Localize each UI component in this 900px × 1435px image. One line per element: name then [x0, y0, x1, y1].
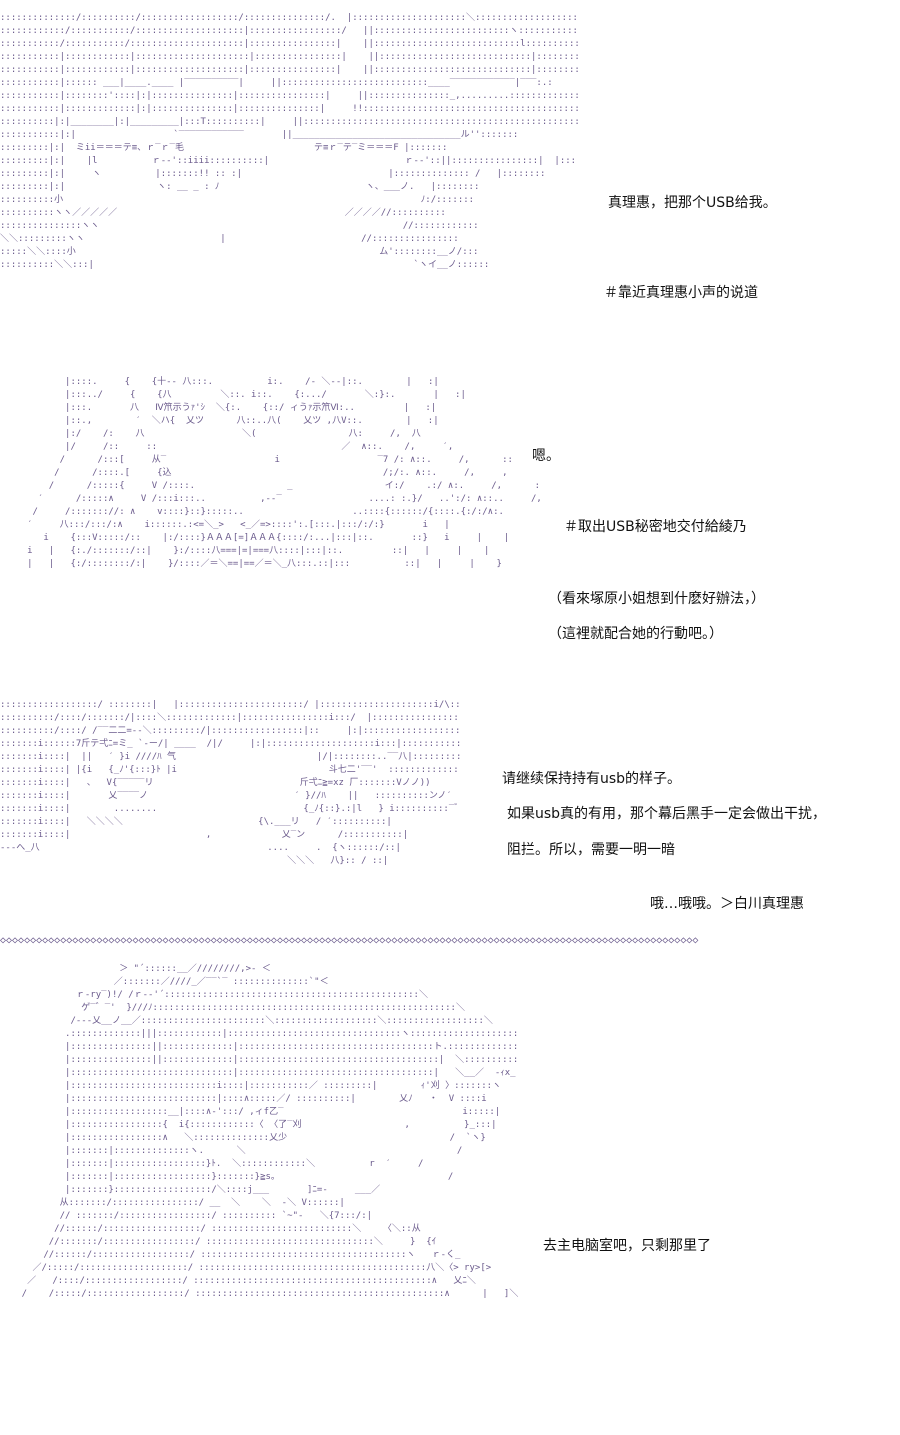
ascii-art-panel-2: |::::. { {十‐‐ 八:::. i:. /‐ ＼‐‐|::. | :| …	[27, 377, 540, 569]
caption-line: （看來塚原小姐想到什麽好辦法，）	[548, 591, 765, 607]
caption-line: ＃靠近真理惠小声的说道	[604, 285, 758, 301]
ascii-art-panel-4: ＞ "´::::::__／////////,>‐ ＜ ／:::::::／////…	[21, 964, 520, 1299]
section-divider: ◇◇◇◇◇◇◇◇◇◇◇◇◇◇◇◇◇◇◇◇◇◇◇◇◇◇◇◇◇◇◇◇◇◇◇◇◇◇◇◇…	[0, 936, 699, 946]
ascii-art-panel-1: ::::::::::::::/::::::::::/::::::::::::::…	[0, 13, 578, 270]
caption-line: 哦…哦哦。＞白川真理惠	[650, 896, 804, 912]
caption-line: （這裡就配合她的行動吧。）	[548, 626, 723, 642]
ascii-art-panel-3: ::::::::::::::::::/ ::::::::| |:::::::::…	[0, 700, 460, 866]
caption-line: 请继续保持持有usb的样子。	[502, 771, 682, 787]
panel-1: ::::::::::::::/::::::::::/::::::::::::::…	[0, 0, 900, 340]
panel-2: |::::. { {十‐‐ 八:::. i:. /‐ ＼‐‐|::. | :| …	[0, 370, 900, 660]
panel-4: ＞ "´::::::__／////////,>‐ ＜ ／:::::::／////…	[0, 955, 900, 1435]
caption-line: ＃取出USB秘密地交付給綾乃	[564, 519, 747, 535]
caption-line: 去主电脑室吧，只剩那里了	[543, 1238, 711, 1254]
panel-3: ::::::::::::::::::/ ::::::::| |:::::::::…	[0, 695, 900, 935]
caption-line: 如果usb真的有用，那个幕后黑手一定会做出干扰，	[507, 806, 827, 822]
caption-line: 阻拦。所以，需要一明一暗	[507, 842, 675, 858]
caption-line: 嗯。	[532, 448, 560, 464]
caption-line: 真理惠，把那个USB给我。	[608, 195, 777, 211]
